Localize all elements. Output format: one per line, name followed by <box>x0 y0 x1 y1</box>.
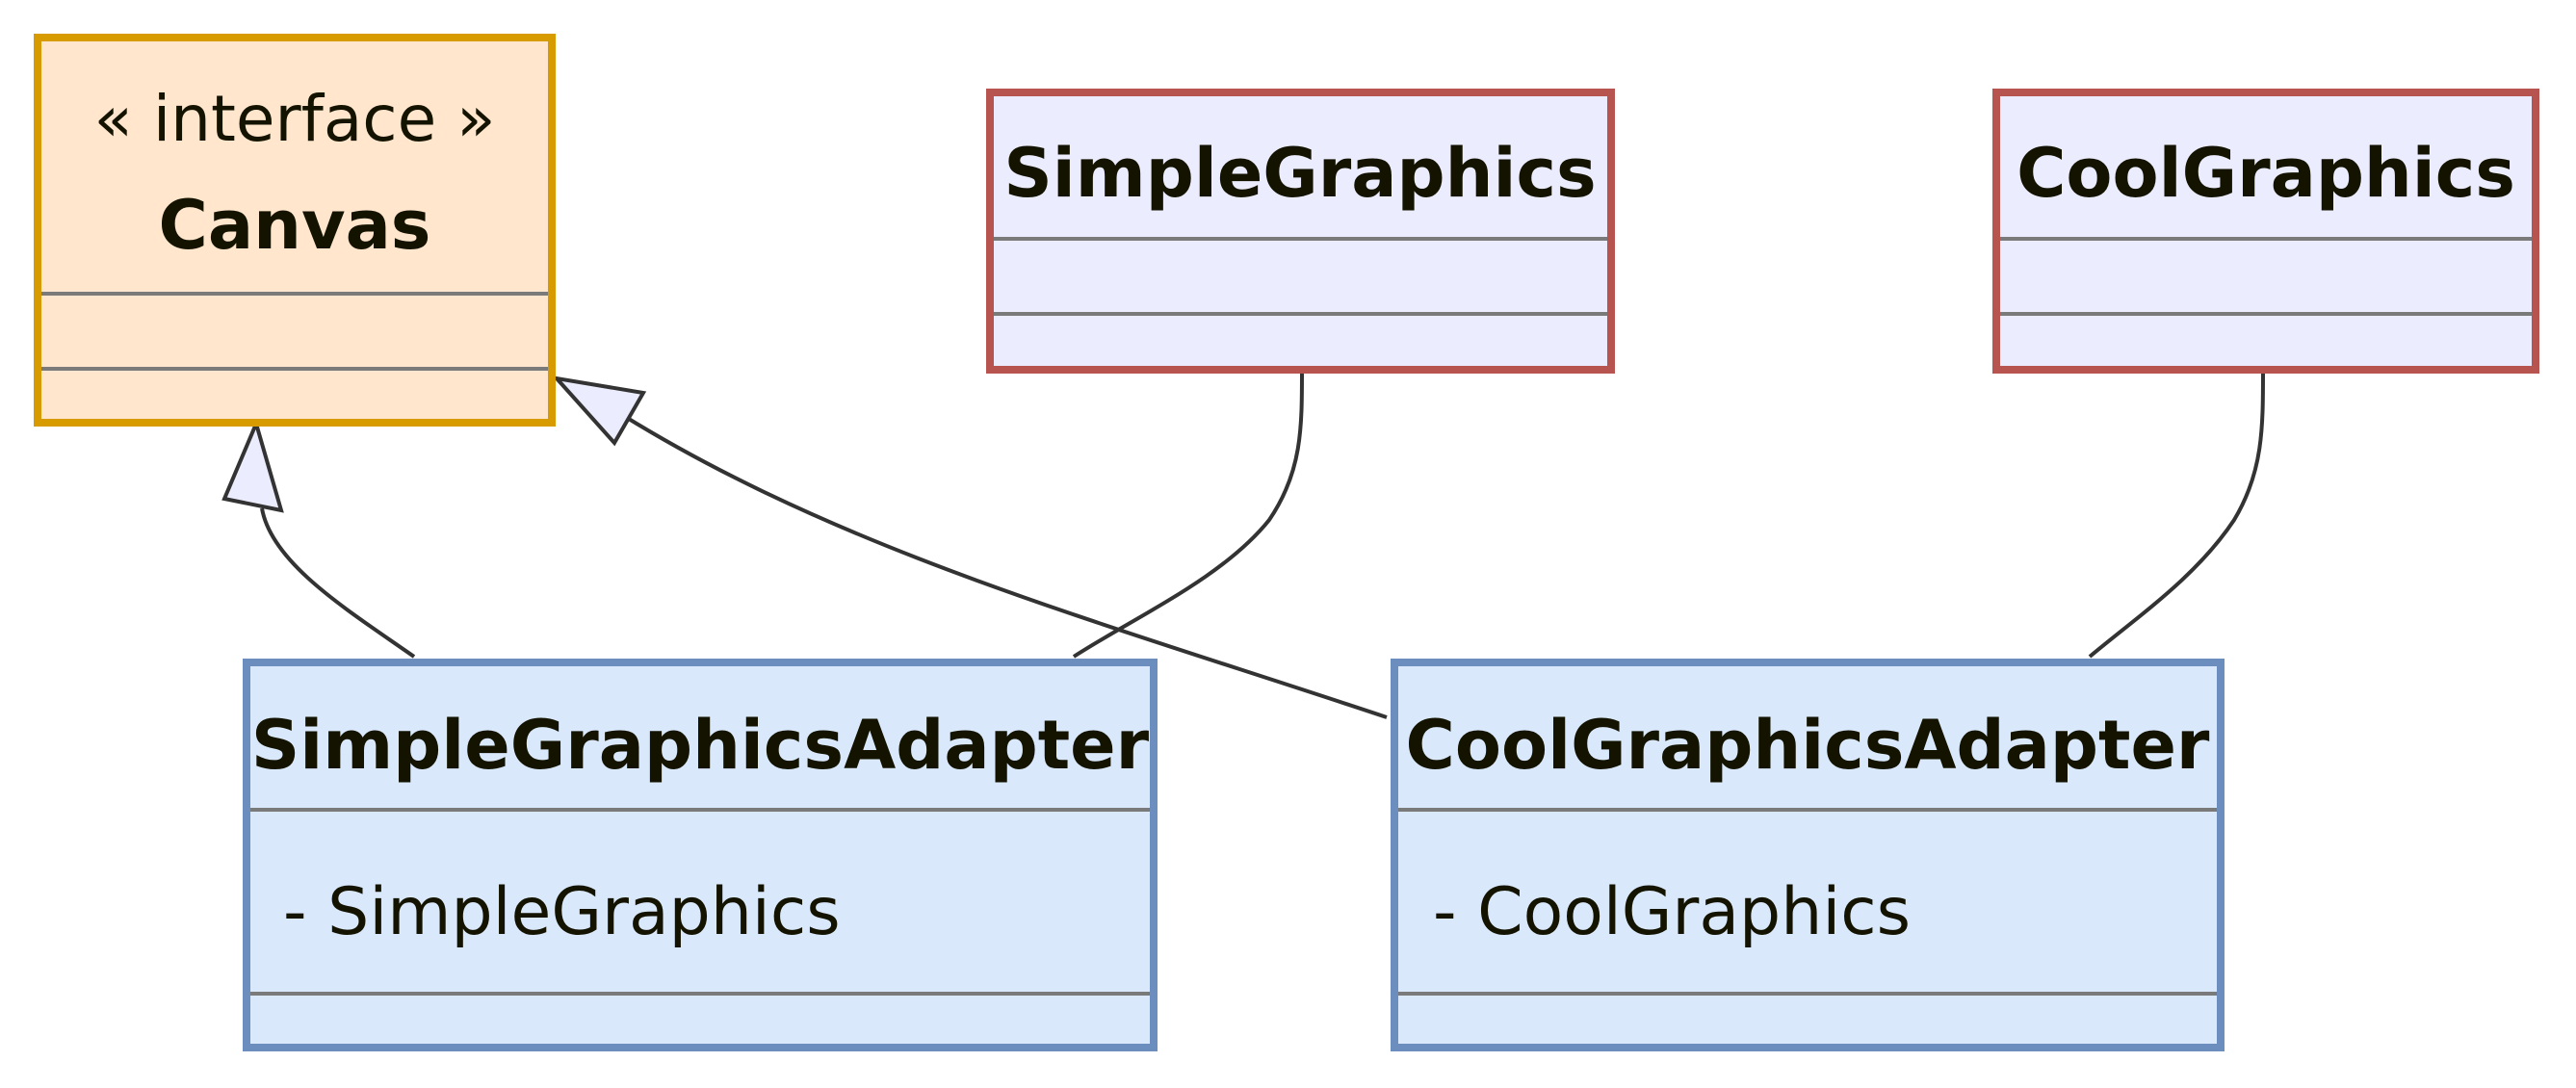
edge-simplegraphics-to-adapter <box>1072 369 1304 659</box>
class-simplegraphics-box <box>986 89 1615 374</box>
class-canvas-stereotype: « interface » <box>93 82 495 156</box>
edge-simplegraphicsadapter-to-canvas <box>260 507 416 659</box>
class-simplegraphicsadapter-member: - SimpleGraphics <box>283 874 841 950</box>
class-coolgraphicsadapter[interactable]: CoolGraphicsAdapter - CoolGraphics <box>1391 659 2225 1051</box>
class-simplegraphicsadapter[interactable]: SimpleGraphicsAdapter - SimpleGraphics <box>243 659 1158 1051</box>
realization-arrowhead-simple <box>221 418 284 513</box>
class-coolgraphics-box <box>1992 89 2539 374</box>
class-canvas-box <box>34 34 556 427</box>
edge-coolgraphics-to-adapter <box>2088 369 2265 659</box>
class-simplegraphicsadapter-box <box>243 659 1158 1051</box>
class-simplegraphics-name: SimpleGraphics <box>1003 134 1596 213</box>
realization-arrowhead-cool <box>551 376 647 447</box>
edge-coolgraphicsadapter-to-canvas <box>622 414 1388 719</box>
class-coolgraphicsadapter-box <box>1391 659 2225 1051</box>
class-coolgraphics-name: CoolGraphics <box>2017 134 2515 213</box>
class-coolgraphicsadapter-name: CoolGraphicsAdapter <box>1406 706 2210 785</box>
class-canvas-name: Canvas <box>159 186 431 265</box>
class-canvas[interactable]: « interface » Canvas <box>34 34 556 427</box>
class-coolgraphics[interactable]: CoolGraphics <box>1992 89 2539 374</box>
relations <box>221 369 2265 719</box>
class-simplegraphics[interactable]: SimpleGraphics <box>986 89 1615 374</box>
class-simplegraphicsadapter-name: SimpleGraphicsAdapter <box>251 706 1150 785</box>
class-coolgraphicsadapter-member: - CoolGraphics <box>1433 874 1911 950</box>
